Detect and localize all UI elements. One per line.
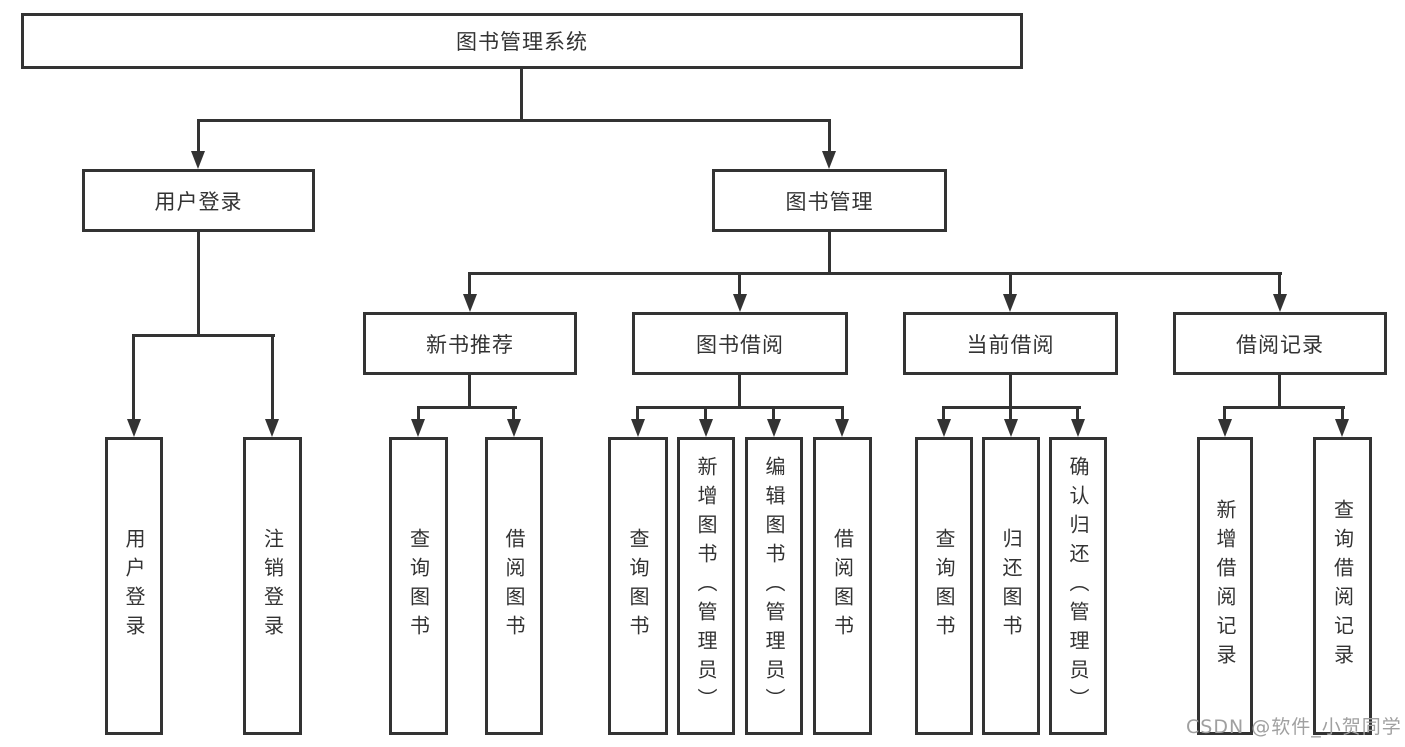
leaf-borrow-books-borrowing: 借阅图书 — [813, 437, 872, 735]
connector-line — [1341, 406, 1344, 421]
node-label: 当前借阅 — [966, 332, 1055, 357]
leaf-add-books-admin: 新增图书（管理员） — [677, 437, 735, 735]
connector-line — [468, 272, 1282, 275]
leaf-label: 新增借阅记录 — [1213, 499, 1237, 673]
leaf-query-books-current: 查询图书 — [915, 437, 973, 735]
node-borrowing-records: 借阅记录 — [1173, 312, 1387, 375]
arrow-down-icon — [699, 419, 713, 437]
connector-line — [468, 272, 471, 296]
connector-line — [468, 375, 471, 409]
node-label: 图书管理 — [785, 189, 874, 214]
connector-line — [197, 119, 831, 122]
leaf-logout: 注销登录 — [243, 437, 302, 735]
node-library-management-system: 图书管理系统 — [21, 13, 1023, 69]
arrow-down-icon — [1003, 294, 1017, 312]
node-label: 借阅记录 — [1236, 332, 1324, 357]
arrow-down-icon — [767, 419, 781, 437]
leaf-label: 归还图书 — [999, 528, 1023, 644]
arrow-down-icon — [1335, 419, 1349, 437]
arrow-down-icon — [1071, 419, 1085, 437]
leaf-label: 借阅图书 — [502, 528, 526, 644]
leaf-label: 借阅图书 — [830, 528, 855, 644]
leaf-label: 用户登录 — [122, 528, 146, 644]
arrow-down-icon — [463, 294, 477, 312]
leaf-label: 查询图书 — [932, 528, 956, 644]
connector-line — [841, 406, 844, 421]
leaf-borrow-books-newbooks: 借阅图书 — [485, 437, 543, 735]
connector-line — [704, 406, 707, 421]
connector-line — [1009, 406, 1012, 421]
connector-line — [636, 406, 639, 421]
node-book-management: 图书管理 — [712, 169, 947, 232]
leaf-label: 确认归还（管理员） — [1066, 455, 1090, 717]
leaf-query-borrow-record: 查询借阅记录 — [1313, 437, 1372, 735]
connector-line — [1278, 375, 1281, 409]
arrow-down-icon — [937, 419, 951, 437]
arrow-down-icon — [191, 151, 205, 169]
node-label: 图书管理系统 — [456, 30, 588, 54]
node-current-borrowing: 当前借阅 — [903, 312, 1118, 375]
leaf-label: 查询借阅记录 — [1330, 499, 1355, 673]
arrow-down-icon — [1273, 294, 1287, 312]
connector-line — [520, 69, 523, 122]
connector-line — [1278, 272, 1281, 296]
connector-line — [271, 334, 274, 421]
leaf-label: 编辑图书（管理员） — [762, 455, 786, 717]
connector-line — [1009, 375, 1012, 409]
leaf-confirm-return-admin: 确认归还（管理员） — [1049, 437, 1107, 735]
connector-line — [512, 406, 515, 421]
arrow-down-icon — [822, 151, 836, 169]
node-user-login: 用户登录 — [82, 169, 315, 232]
connector-line — [942, 406, 945, 421]
node-label: 图书借阅 — [696, 332, 784, 357]
connector-line — [1009, 272, 1012, 296]
connector-line — [132, 334, 275, 337]
connector-line — [132, 334, 135, 421]
node-label: 新书推荐 — [426, 332, 514, 357]
node-book-borrowing: 图书借阅 — [632, 312, 848, 375]
connector-line — [1076, 406, 1079, 421]
arrow-down-icon — [265, 419, 279, 437]
connector-line — [417, 406, 420, 421]
connector-line — [1223, 406, 1345, 409]
connector-line — [828, 232, 831, 275]
node-label: 用户登录 — [154, 189, 243, 214]
arrow-down-icon — [835, 419, 849, 437]
arrow-down-icon — [127, 419, 141, 437]
arrow-down-icon — [631, 419, 645, 437]
connector-line — [828, 119, 831, 153]
connector-line — [636, 406, 844, 409]
arrow-down-icon — [411, 419, 425, 437]
connector-line — [738, 375, 741, 409]
arrow-down-icon — [1218, 419, 1232, 437]
csdn-watermark: CSDN @软件_小贺同学 — [1186, 716, 1402, 738]
connector-line — [738, 272, 741, 296]
arrow-down-icon — [1004, 419, 1018, 437]
connector-line — [417, 406, 517, 409]
leaf-return-books: 归还图书 — [982, 437, 1040, 735]
connector-line — [772, 406, 775, 421]
leaf-edit-books-admin: 编辑图书（管理员） — [745, 437, 803, 735]
leaf-label: 查询图书 — [406, 528, 431, 644]
leaf-user-login: 用户登录 — [105, 437, 163, 735]
leaf-query-books-borrowing: 查询图书 — [608, 437, 668, 735]
leaf-label: 注销登录 — [260, 528, 285, 644]
arrow-down-icon — [733, 294, 747, 312]
arrow-down-icon — [507, 419, 521, 437]
connector-line — [197, 119, 200, 153]
leaf-add-borrow-record: 新增借阅记录 — [1197, 437, 1253, 735]
connector-line — [1223, 406, 1226, 421]
node-new-book-recommend: 新书推荐 — [363, 312, 577, 375]
leaf-label: 新增图书（管理员） — [694, 455, 718, 717]
connector-line — [197, 232, 200, 337]
leaf-label: 查询图书 — [626, 528, 650, 644]
leaf-query-books-newbooks: 查询图书 — [389, 437, 448, 735]
